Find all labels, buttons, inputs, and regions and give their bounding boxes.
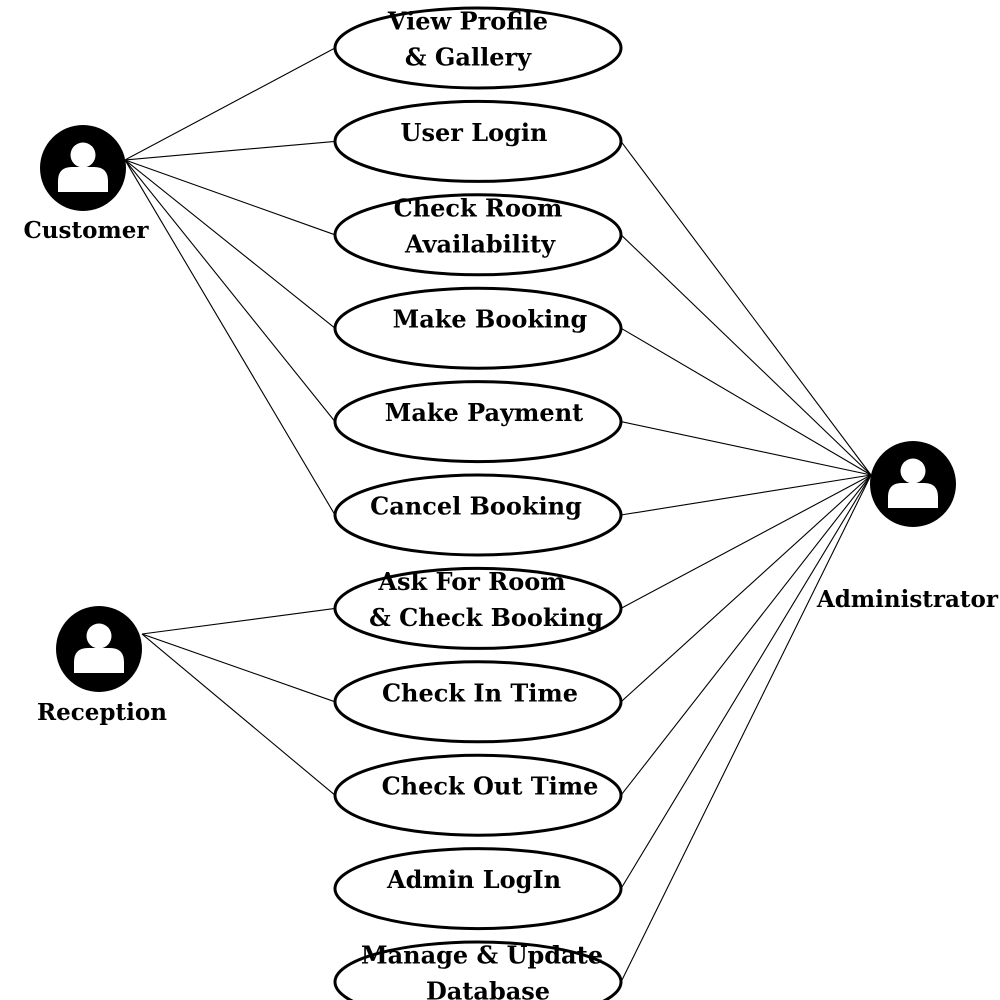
use-case-label: Check Room [394, 193, 563, 222]
use-case-label: & Gallery [405, 43, 532, 72]
association-administrator-user-login [620, 141, 872, 476]
association-administrator-check-room-availability [620, 234, 872, 476]
use-case-ellipse[interactable] [333, 193, 623, 277]
use-case-make-payment[interactable]: Make Payment [333, 380, 623, 464]
use-case-label: Availability [404, 229, 556, 258]
use-case-label: Manage & Update [361, 941, 603, 970]
association-reception-check-out-time [141, 633, 336, 796]
association-administrator-make-payment [620, 421, 872, 476]
use-case-ellipse[interactable] [333, 380, 623, 464]
actor-administrator[interactable]: Administrator [816, 441, 999, 613]
use-case-label: Ask For Room [377, 567, 565, 596]
use-case-check-in-time[interactable]: Check In Time [333, 660, 623, 744]
user-icon [870, 441, 956, 527]
association-administrator-check-out-time [620, 474, 872, 796]
use-case-ellipse[interactable] [333, 473, 623, 557]
association-customer-make-booking [124, 159, 336, 329]
association-customer-user-login [124, 140, 336, 161]
use-case-label: Cancel Booking [370, 492, 582, 521]
use-case-label: Database [426, 977, 550, 1000]
association-customer-make-payment [124, 159, 336, 422]
association-administrator-admin-login [620, 474, 872, 889]
use-case-label: Make Payment [385, 398, 583, 427]
use-case-ellipse[interactable] [333, 99, 623, 183]
association-reception-ask-for-room-check-booking [141, 607, 336, 635]
use-case-ellipse[interactable] [333, 940, 623, 1000]
use-case-label: User Login [401, 118, 548, 147]
use-case-ellipse[interactable] [333, 286, 623, 370]
association-customer-cancel-booking [124, 159, 336, 516]
use-case-ellipse[interactable] [333, 660, 623, 744]
user-icon [56, 606, 142, 692]
association-administrator-ask-for-room-check-booking [620, 474, 872, 609]
use-case-ellipse[interactable] [333, 566, 623, 650]
association-administrator-check-in-time [620, 474, 872, 703]
use-case-label: & Check Booking [369, 603, 603, 632]
use-case-ellipse[interactable] [333, 753, 623, 837]
actor-label: Reception [37, 699, 167, 726]
use-case-label: Admin LogIn [386, 865, 561, 894]
use-case-ellipse[interactable] [333, 847, 623, 931]
association-reception-check-in-time [141, 633, 336, 703]
association-lines [124, 47, 872, 983]
use-case-label: Check Out Time [382, 772, 599, 801]
use-case-admin-login[interactable]: Admin LogIn [333, 847, 623, 931]
use-case-ask-for-room-check-booking[interactable]: Ask For Room & Check Booking [333, 566, 623, 650]
use-case-check-out-time[interactable]: Check Out Time [333, 753, 623, 837]
association-administrator-make-booking [620, 327, 872, 476]
actor-label: Administrator [816, 586, 999, 613]
association-customer-view-profile-gallery [124, 47, 336, 161]
actor-label: Customer [23, 217, 149, 244]
use-case-label: View Profile [387, 7, 548, 36]
use-case-cancel-booking[interactable]: Cancel Booking [333, 473, 623, 557]
actor-reception[interactable]: Reception [37, 606, 167, 726]
use-case-label: Make Booking [393, 305, 588, 334]
actor-customer[interactable]: Customer [23, 125, 149, 244]
use-case-make-booking[interactable]: Make Booking [333, 286, 623, 370]
use-case-ellipse[interactable] [333, 6, 623, 90]
association-administrator-manage-update-database [620, 474, 872, 983]
user-icon [40, 125, 126, 211]
use-case-view-profile-gallery[interactable]: View Profile & Gallery [333, 6, 623, 90]
association-administrator-cancel-booking [620, 474, 872, 516]
association-customer-check-room-availability [124, 159, 336, 236]
use-case-label: Check In Time [382, 678, 578, 707]
use-case-user-login[interactable]: User Login [333, 99, 623, 183]
